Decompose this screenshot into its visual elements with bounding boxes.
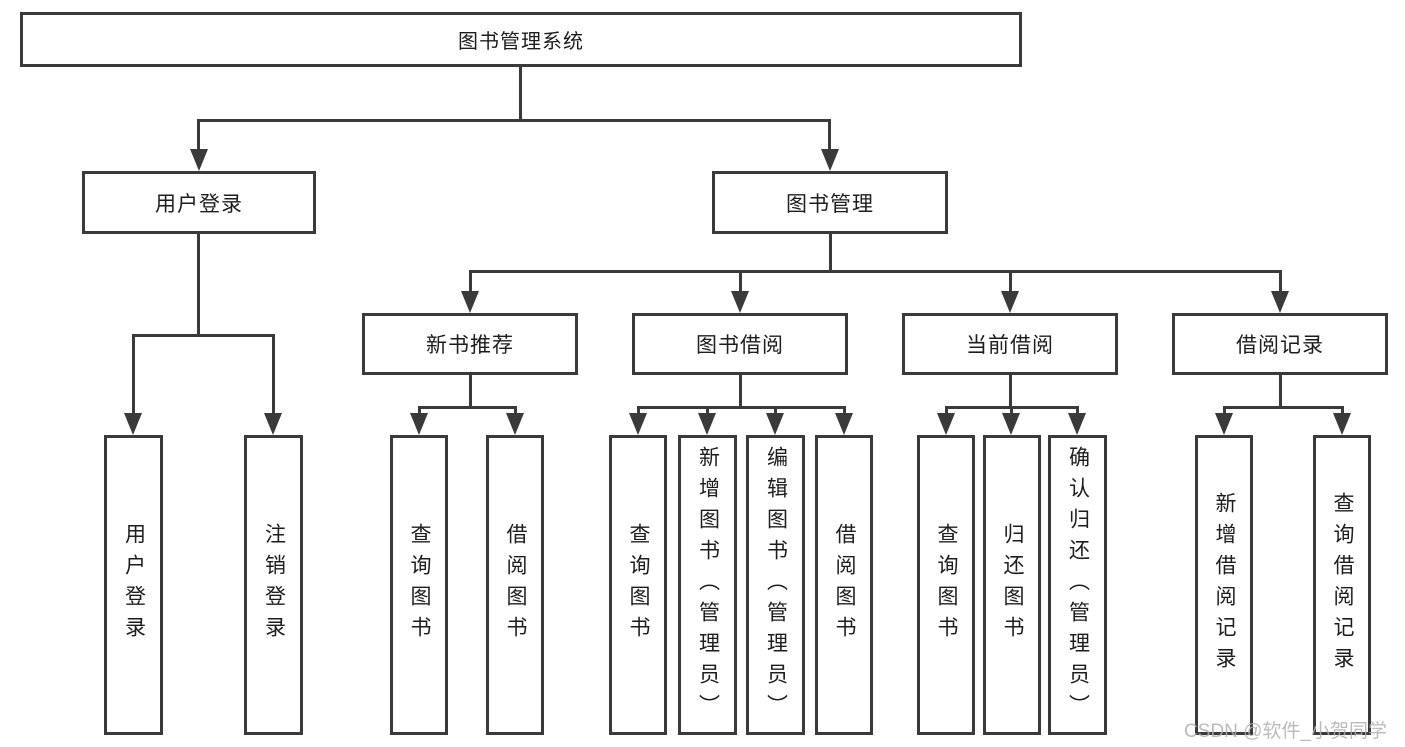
connector-line	[774, 406, 777, 418]
connector-line	[198, 119, 831, 122]
node-label: 用户登录	[155, 192, 243, 216]
connector-line	[197, 234, 200, 337]
leaf-label: 借阅图书	[833, 523, 856, 647]
node-borrowing-records: 借阅记录	[1172, 313, 1388, 375]
arrowhead	[1068, 413, 1086, 435]
node-label: 借阅记录	[1236, 334, 1324, 357]
leaf-user-login: 用户登录	[104, 435, 163, 735]
arrowhead	[410, 413, 428, 435]
node-root-system: 图书管理系统	[20, 12, 1022, 67]
arrowhead	[629, 413, 647, 435]
node-label: 图书管理系统	[458, 31, 584, 53]
connector-line	[1010, 406, 1013, 418]
arrowhead	[937, 413, 955, 435]
leaf-confirm-return-admin: 确认归还（管理员）	[1048, 435, 1107, 735]
node-label: 新书推荐	[426, 334, 514, 357]
connector-line	[1009, 375, 1012, 409]
arrowhead	[698, 413, 716, 435]
leaf-label: 编辑图书（管理员）	[764, 445, 788, 725]
leaf-add-books-admin: 新增图书（管理员）	[678, 435, 737, 735]
csdn-watermark: CSDN @软件_小贺同学	[1184, 721, 1387, 742]
connector-line	[1279, 375, 1282, 409]
connector-line	[945, 406, 948, 418]
arrowhead	[264, 413, 282, 435]
arrowhead	[1001, 291, 1019, 313]
leaf-label: 注销登录	[262, 523, 286, 647]
leaf-borrow-books-recommend: 借阅图书	[486, 435, 544, 735]
connector-line	[272, 334, 275, 418]
node-user-login: 用户登录	[82, 171, 316, 234]
connector-line	[469, 375, 472, 409]
connector-line	[829, 234, 832, 273]
leaf-label: 新增图书（管理员）	[696, 445, 720, 725]
connector-line	[418, 406, 517, 409]
node-label: 图书借阅	[696, 334, 784, 357]
leaf-label: 查询图书	[408, 523, 431, 647]
leaf-label: 归还图书	[1001, 523, 1024, 647]
arrowhead	[1271, 291, 1289, 313]
leaf-edit-books-admin: 编辑图书（管理员）	[746, 435, 805, 735]
connector-line	[1076, 406, 1079, 418]
leaf-add-borrow-record: 新增借阅记录	[1195, 435, 1253, 735]
arrowhead	[766, 413, 784, 435]
arrowhead	[1215, 413, 1233, 435]
connector-line	[739, 375, 742, 409]
leaf-label: 查询图书	[627, 523, 650, 647]
leaf-label: 查询借阅记录	[1331, 492, 1354, 678]
connector-line	[418, 406, 421, 418]
leaf-logout: 注销登录	[244, 435, 303, 735]
node-label: 当前借阅	[966, 334, 1054, 357]
leaf-label: 查询图书	[935, 523, 958, 647]
arrowhead	[506, 413, 524, 435]
connector-line	[828, 119, 831, 153]
connector-line	[637, 406, 640, 418]
arrowhead	[461, 291, 479, 313]
connector-line	[637, 406, 845, 409]
leaf-query-books-recommend: 查询图书	[390, 435, 448, 735]
leaf-label: 用户登录	[122, 523, 146, 647]
leaf-query-books-current: 查询图书	[917, 435, 975, 735]
arrowhead	[190, 149, 208, 171]
arrowhead	[821, 149, 839, 171]
leaf-label: 确认归还（管理员）	[1066, 445, 1090, 725]
arrowhead	[1333, 413, 1351, 435]
arrowhead	[731, 291, 749, 313]
leaf-label: 借阅图书	[504, 523, 527, 647]
node-book-management: 图书管理	[712, 171, 948, 234]
arrowhead	[124, 413, 142, 435]
connector-line	[1279, 270, 1282, 295]
leaf-label: 新增借阅记录	[1213, 492, 1236, 678]
connector-line	[739, 270, 742, 295]
node-label: 图书管理	[786, 192, 874, 216]
arrowhead	[835, 413, 853, 435]
connector-line	[1009, 270, 1012, 295]
node-current-borrowing: 当前借阅	[902, 313, 1118, 375]
leaf-return-books: 归还图书	[983, 435, 1041, 735]
connector-line	[1223, 406, 1343, 409]
leaf-query-books-borrow: 查询图书	[609, 435, 667, 735]
leaf-query-borrow-record: 查询借阅记录	[1313, 435, 1371, 735]
leaf-borrow-books-borrow: 借阅图书	[815, 435, 873, 735]
node-new-book-recommend: 新书推荐	[362, 313, 578, 375]
connector-line	[706, 406, 709, 418]
arrowhead	[1002, 413, 1020, 435]
connector-line	[519, 67, 522, 121]
connector-line	[132, 334, 274, 337]
connector-line	[1341, 406, 1344, 418]
connector-line	[197, 119, 200, 153]
node-book-borrowing: 图书借阅	[632, 313, 848, 375]
connector-line	[514, 406, 517, 418]
connector-line	[469, 270, 1281, 273]
connector-line	[132, 334, 135, 418]
connector-line	[843, 406, 846, 418]
connector-line	[1223, 406, 1226, 418]
connector-line	[469, 270, 472, 295]
